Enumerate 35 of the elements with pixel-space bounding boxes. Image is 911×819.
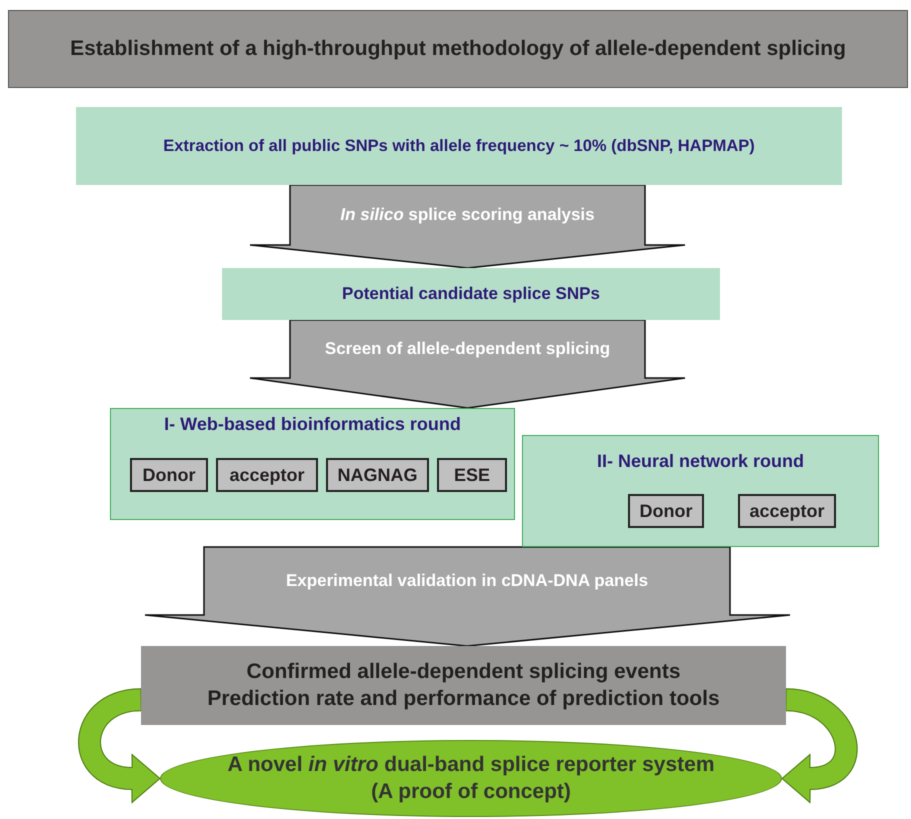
- process-box: [222, 268, 720, 320]
- heading-box: [8, 10, 908, 88]
- method-box: [628, 494, 704, 528]
- method-label: ESE: [454, 464, 490, 487]
- box-text: Establishment of a high-throughput methodology of allele-dependent splicing: [70, 36, 846, 62]
- method-box: [437, 458, 507, 492]
- curved-arrow: [78, 688, 161, 804]
- method-label: NAGNAG: [338, 464, 418, 487]
- method-label: Donor: [142, 464, 196, 487]
- box-text: Confirmed allele-dependent splicing events: [246, 659, 681, 686]
- method-label: Donor: [640, 500, 692, 523]
- panel-title: I- Web-based bioinformatics round: [164, 413, 461, 436]
- box-text: Prediction rate and performance of prediction tools: [207, 686, 720, 712]
- edge-label: Screen of allele-dependent splicing: [324, 339, 610, 359]
- method-label: acceptor: [229, 464, 305, 487]
- box-text: A novel in vitro dual-band splice reporter system: [227, 752, 715, 778]
- panel-box: [110, 408, 515, 520]
- method-box: [326, 458, 429, 492]
- panel-box: [522, 435, 879, 547]
- box-text: (A proof of concept): [371, 778, 571, 804]
- edge-label: Experimental validation in cDNA-DNA panels: [286, 571, 648, 591]
- block-arrow: [144, 546, 791, 647]
- process-box: [76, 107, 842, 185]
- result-box: [141, 646, 786, 725]
- block-arrow: [249, 184, 686, 269]
- panel-title: II- Neural network round: [596, 450, 804, 472]
- box-text: Extraction of all public SNPs with allele frequency ~ 10% (dbSNP, HAPMAP): [163, 136, 755, 156]
- block-arrow: [249, 319, 686, 409]
- method-box: [216, 458, 318, 492]
- box-text: Potential candidate splice SNPs: [342, 283, 600, 305]
- method-box: [738, 494, 836, 528]
- method-label: acceptor: [749, 500, 825, 523]
- curved-arrow: [781, 688, 858, 804]
- edge-label: In silico splice scoring analysis: [340, 205, 595, 225]
- method-box: [130, 458, 208, 492]
